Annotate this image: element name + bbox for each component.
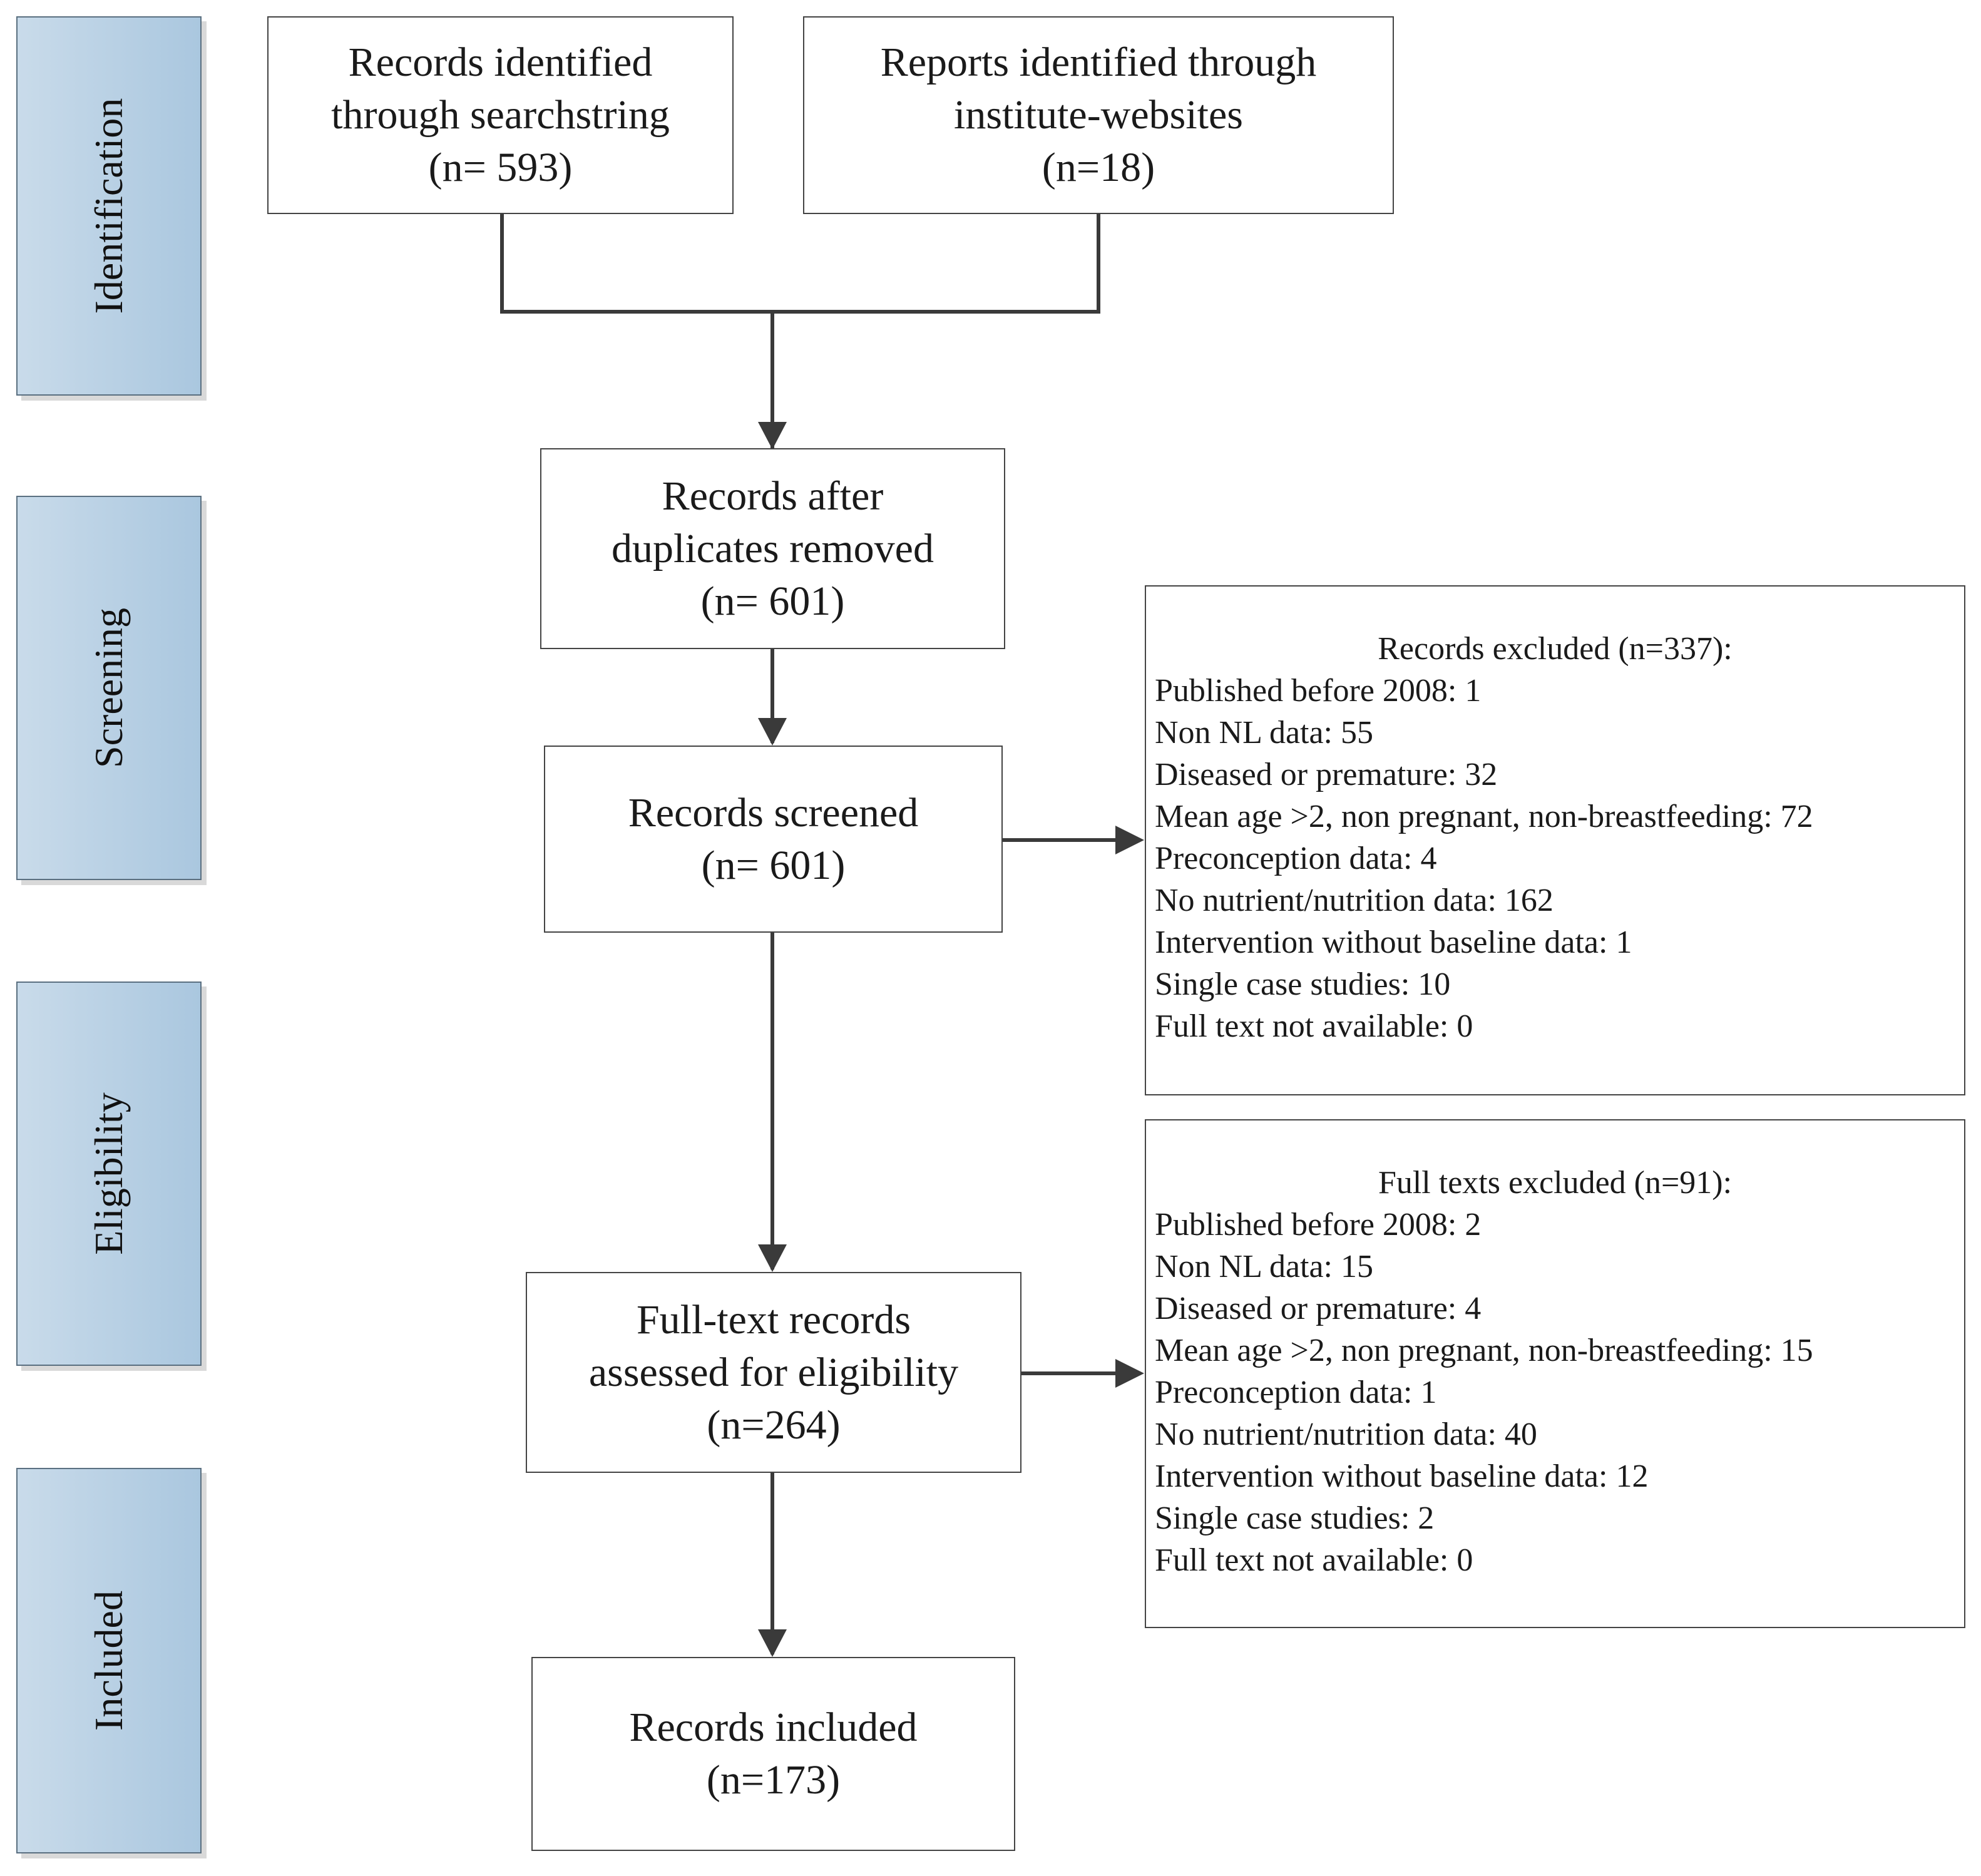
reports-identified-box: Reports identified through institute-web… bbox=[803, 16, 1394, 214]
records-excluded-box: Records excluded (n=337): Published befo… bbox=[1145, 585, 1965, 1095]
arrowhead-full-text bbox=[758, 1244, 787, 1272]
fulltexts-excluded-item: Non NL data: 15 bbox=[1155, 1249, 1373, 1284]
records-screened-box: Records screened (n= 601) bbox=[544, 746, 1003, 933]
after-duplicates-line1: Records after bbox=[662, 473, 884, 519]
records-identified-box: Records identified through searchstring … bbox=[267, 16, 734, 214]
fulltexts-excluded-item: No nutrient/nutrition data: 40 bbox=[1155, 1417, 1537, 1452]
records-excluded-item: Published before 2008: 1 bbox=[1155, 673, 1482, 709]
after-duplicates-box: Records after duplicates removed (n= 601… bbox=[540, 448, 1005, 649]
records-excluded-item: Mean age >2, non pregnant, non-breastfee… bbox=[1155, 799, 1813, 834]
records-excluded-item: Preconception data: 4 bbox=[1155, 841, 1437, 876]
reports-identified-count: (n=18) bbox=[1042, 145, 1155, 190]
fulltexts-excluded-item: Intervention without baseline data: 12 bbox=[1155, 1458, 1649, 1494]
reports-identified-line1: Reports identified through bbox=[880, 39, 1317, 85]
records-excluded-item: Non NL data: 55 bbox=[1155, 715, 1373, 751]
fulltexts-excluded-item: Published before 2008: 2 bbox=[1155, 1207, 1482, 1243]
fulltexts-excluded-item: Preconception data: 1 bbox=[1155, 1375, 1437, 1410]
records-excluded-title: Records excluded (n=337): bbox=[1378, 631, 1733, 667]
merge-connector bbox=[500, 214, 1100, 314]
records-excluded-item: No nutrient/nutrition data: 162 bbox=[1155, 883, 1554, 918]
fulltexts-excluded-title: Full texts excluded (n=91): bbox=[1378, 1165, 1733, 1201]
fulltexts-excluded-item: Diseased or premature: 4 bbox=[1155, 1291, 1482, 1326]
reports-identified-line2: institute-websites bbox=[954, 92, 1243, 138]
records-screened-count: (n= 601) bbox=[701, 842, 846, 888]
records-screened-line1: Records screened bbox=[628, 789, 919, 836]
after-duplicates-count: (n= 601) bbox=[700, 578, 845, 624]
fulltexts-excluded-item: Full text not available: 0 bbox=[1155, 1542, 1473, 1578]
full-text-box: Full-text records assessed for eligibili… bbox=[526, 1272, 1021, 1473]
records-identified-count: (n= 593) bbox=[428, 145, 573, 190]
arrowhead-included bbox=[758, 1629, 787, 1657]
stage-screening: Screening bbox=[16, 496, 202, 880]
fulltexts-excluded-item: Single case studies: 2 bbox=[1155, 1500, 1435, 1536]
stage-identification: Identification bbox=[16, 16, 202, 396]
records-included-line1: Records included bbox=[629, 1704, 918, 1750]
stage-eligibility: Eligibility bbox=[16, 982, 202, 1366]
full-text-count: (n=264) bbox=[707, 1402, 841, 1448]
full-text-line1: Full-text records bbox=[636, 1296, 911, 1343]
stage-included: Included bbox=[16, 1468, 202, 1853]
full-text-line2: assessed for eligibility bbox=[588, 1349, 959, 1395]
after-duplicates-line2: duplicates removed bbox=[612, 525, 934, 572]
records-included-box: Records included (n=173) bbox=[531, 1657, 1015, 1851]
records-excluded-item: Diseased or premature: 32 bbox=[1155, 757, 1498, 792]
records-excluded-item: Full text not available: 0 bbox=[1155, 1008, 1473, 1044]
fulltexts-excluded-box: Full texts excluded (n=91): Published be… bbox=[1145, 1119, 1965, 1628]
records-identified-line2: through searchstring bbox=[331, 92, 670, 138]
records-identified-line1: Records identified bbox=[348, 39, 653, 85]
fulltexts-excluded-item: Mean age >2, non pregnant, non-breastfee… bbox=[1155, 1333, 1813, 1368]
records-included-count: (n=173) bbox=[706, 1757, 841, 1803]
records-excluded-item: Intervention without baseline data: 1 bbox=[1155, 925, 1632, 960]
arrowhead-screened bbox=[758, 718, 787, 746]
records-excluded-item: Single case studies: 10 bbox=[1155, 966, 1451, 1002]
arrowhead-after-duplicates bbox=[758, 422, 787, 449]
arrowhead-records-excluded bbox=[1115, 826, 1144, 854]
arrowhead-fulltexts-excluded bbox=[1115, 1359, 1144, 1388]
